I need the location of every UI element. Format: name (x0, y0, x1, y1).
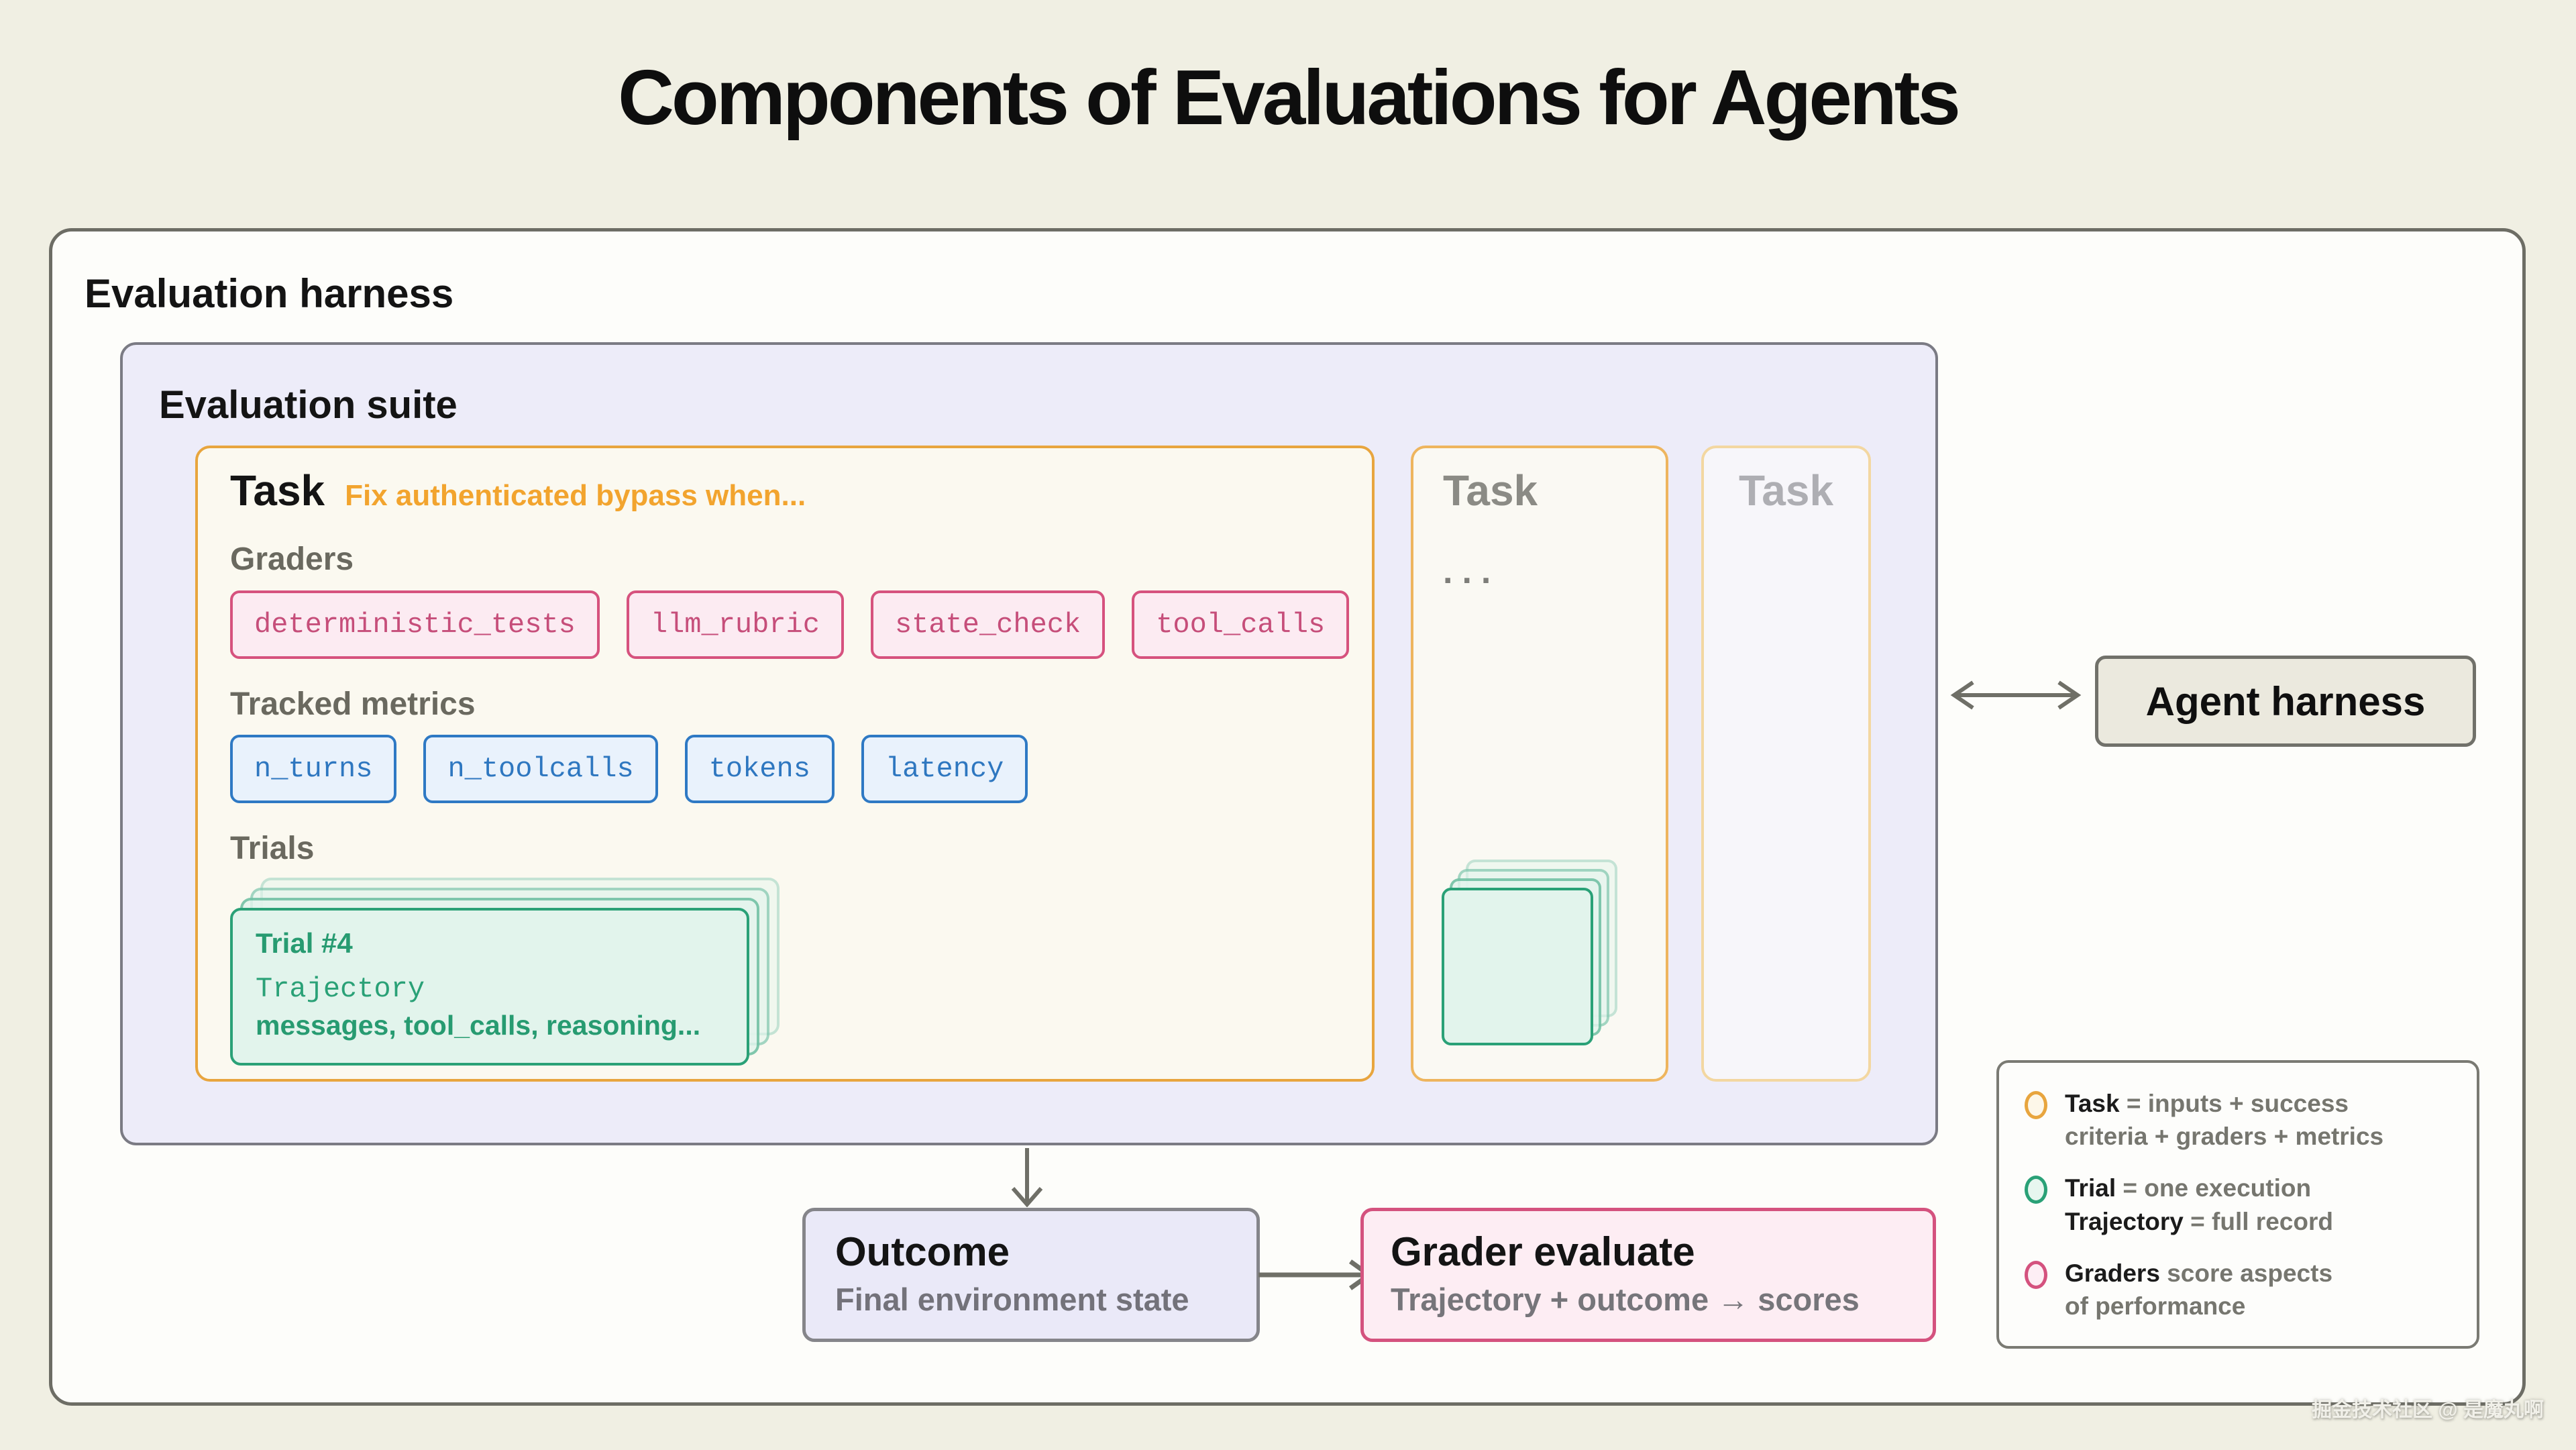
evaluation-harness-box: Evaluation harness Evaluation suite Task… (49, 228, 2526, 1406)
agent-harness-box: Agent harness (2095, 656, 2476, 747)
legend-ring-icon (2025, 1091, 2047, 1119)
graders-row: deterministic_tests llm_rubric state_check… (230, 590, 1350, 659)
trial-detail-text: messages, tool_calls, reasoning... (256, 1009, 701, 1041)
grader-evaluate-subtitle: Trajectory + outcome → scores (1391, 1282, 1860, 1317)
evaluation-suite-label: Evaluation suite (159, 383, 458, 427)
grader-badge-llm_rubric: llm_rubric (626, 590, 844, 659)
outcome-box: Outcome Final environment state (802, 1208, 1260, 1342)
grader-badge-tool_calls: tool_calls (1132, 590, 1350, 659)
task-heading: Task (1738, 466, 1834, 515)
task-heading: Task (230, 466, 325, 515)
legend-item-text: Graders score aspects of performance (2065, 1259, 2333, 1320)
right-arrow-icon (1258, 1259, 1374, 1290)
grader-badge-deterministic_tests: deterministic_tests (230, 590, 600, 659)
legend-item: Task = inputs + success criteria + grade… (2025, 1087, 2451, 1153)
evaluation-suite-box: Evaluation suite Task Fix authenticated … (120, 342, 1938, 1145)
task-card-third: Task (1701, 446, 1871, 1082)
trial-title: Trial #4 (256, 927, 353, 959)
tracked-metrics-label: Tracked metrics (230, 686, 476, 722)
grader-badge-state_check: state_check (870, 590, 1106, 659)
trial-card (1442, 888, 1593, 1045)
trial-card-stack-small (1442, 860, 1619, 1045)
evaluation-harness-label: Evaluation harness (85, 271, 454, 316)
legend-ring-icon (2025, 1176, 2047, 1204)
task-subtitle: Fix authenticated bypass when... (345, 479, 806, 512)
trial-trajectory-label: Trajectory (256, 973, 425, 1006)
legend-item-text: Trial = one execution Trajectory = full … (2065, 1174, 2333, 1235)
grader-evaluate-box: Grader evaluate Trajectory + outcome → s… (1360, 1208, 1936, 1342)
graders-label: Graders (230, 541, 354, 578)
task-card-main: Task Fix authenticated bypass when... Gr… (195, 446, 1375, 1082)
agent-harness-label: Agent harness (2145, 678, 2426, 724)
task-heading-row: Task Fix authenticated bypass when... (230, 466, 1340, 515)
legend-item-text: Task = inputs + success criteria + grade… (2065, 1090, 2384, 1151)
legend-item: Trial = one execution Trajectory = full … (2025, 1172, 2451, 1237)
watermark-text: 掘金技术社区 @ 是魔丸啊 (2312, 1399, 2544, 1421)
metric-badge-n_toolcalls: n_toolcalls (423, 734, 658, 803)
legend-box: Task = inputs + success criteria + grade… (1996, 1060, 2479, 1349)
task-card-second: Task ... (1411, 446, 1668, 1082)
ellipsis-text: ... (1443, 552, 1501, 592)
legend-item: Graders score aspects of performance (2025, 1257, 2451, 1323)
outcome-title: Outcome (835, 1229, 1010, 1274)
bidirectional-arrow-icon (1950, 680, 2082, 710)
trial-card: Trial #4 Trajectory messages, tool_calls… (230, 907, 749, 1066)
metric-badge-latency: latency (861, 734, 1028, 803)
task-heading: Task (1443, 466, 1538, 515)
outcome-subtitle: Final environment state (835, 1282, 1189, 1317)
trials-label: Trials (230, 830, 315, 866)
legend-ring-icon (2025, 1260, 2047, 1289)
trial-card-stack: Trial #4 Trajectory messages, tool_calls… (230, 877, 783, 1066)
metric-badge-n_turns: n_turns (230, 734, 397, 803)
metrics-row: n_turns n_toolcalls tokens latency (230, 734, 1340, 803)
metric-badge-tokens: tokens (684, 734, 835, 803)
grader-evaluate-title: Grader evaluate (1391, 1229, 1695, 1274)
page-title: Components of Evaluations for Agents (618, 54, 1961, 141)
down-arrow-icon (1011, 1148, 1043, 1207)
